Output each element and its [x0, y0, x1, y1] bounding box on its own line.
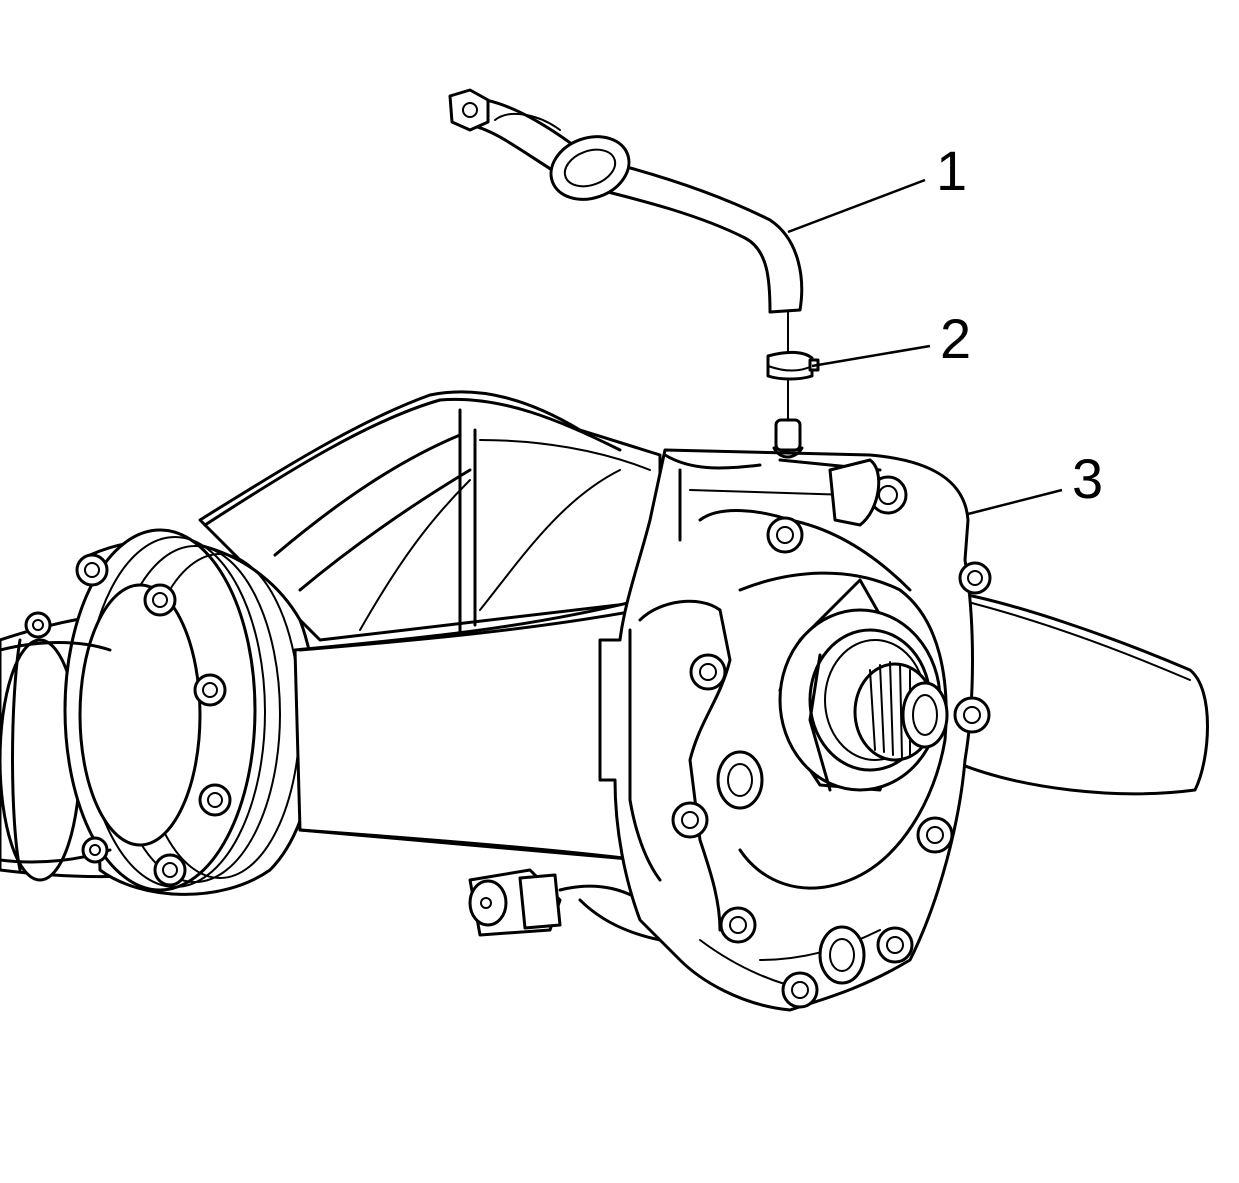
callout-3: 3 — [1072, 447, 1103, 510]
bolt-icon — [953, 696, 991, 734]
bolt-icon — [958, 561, 992, 595]
callout-1: 1 — [936, 139, 967, 202]
bolt-icon — [75, 553, 109, 587]
housing-bolts — [671, 475, 992, 1009]
leader-line-3 — [967, 488, 1063, 516]
bolt-icon — [143, 583, 177, 617]
bolt-icon — [81, 836, 109, 864]
pinion-yoke — [778, 578, 949, 792]
bolt-icon — [876, 926, 914, 964]
clamp — [766, 350, 820, 381]
mounting-ear — [828, 458, 881, 527]
callout-2: 2 — [940, 307, 971, 370]
bolt-icon — [24, 611, 52, 639]
bolt-icon — [916, 816, 954, 854]
bolt-icon — [766, 516, 804, 554]
housing-plugs — [716, 750, 866, 985]
axle-flange — [0, 528, 319, 896]
bolt-icon — [719, 906, 757, 944]
bolt-icon — [671, 801, 709, 839]
bolt-icon — [193, 673, 227, 707]
leader-lines — [787, 178, 1063, 516]
bolt-icon — [153, 853, 187, 887]
callouts: 1 2 3 — [936, 139, 1103, 510]
axle-beam — [293, 598, 642, 862]
flange-bolts — [24, 553, 232, 887]
housing-lower-arm — [938, 588, 1209, 796]
axle-truss-frame — [198, 390, 662, 642]
bolt-icon — [689, 653, 727, 691]
leader-line-2 — [811, 344, 931, 368]
bolt-icon — [198, 783, 232, 817]
bolt-icon — [781, 971, 819, 1009]
leader-line-1 — [787, 178, 926, 234]
vent-hose — [448, 88, 804, 314]
